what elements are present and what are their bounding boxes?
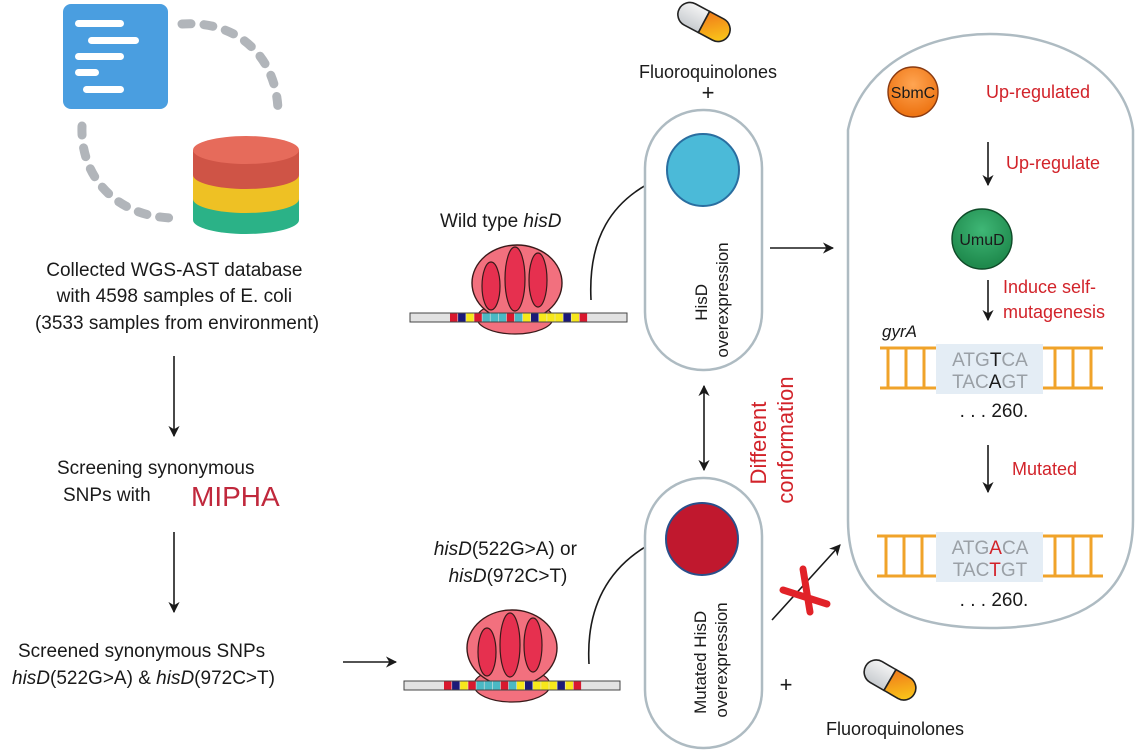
codon-red bbox=[573, 681, 582, 690]
codon-red bbox=[468, 681, 476, 690]
codon-teal bbox=[492, 681, 501, 690]
step-mutated: Mutated bbox=[1012, 459, 1077, 479]
seq-mutant-bottom: TACTGT bbox=[953, 560, 1028, 581]
codon-yellow bbox=[466, 313, 474, 322]
dna-wild bbox=[880, 344, 1103, 394]
cell-mutant-text: Mutated HisD overexpression bbox=[691, 602, 731, 717]
mrna-strand-wild bbox=[409, 312, 628, 323]
codon-red bbox=[506, 313, 515, 322]
ribosome-mutant bbox=[466, 609, 558, 703]
codon-teal bbox=[476, 681, 484, 690]
step-induce-mutagenesis: Induce self- mutagenesis bbox=[1003, 277, 1105, 322]
drug-pill-top bbox=[677, 1, 731, 43]
codon-teal bbox=[508, 681, 517, 690]
codon-red bbox=[579, 313, 588, 322]
seq-wild-bottom: TACAGT bbox=[952, 372, 1028, 393]
umud-protein bbox=[951, 208, 1013, 270]
mipha-tool-name: MIPHA bbox=[191, 481, 280, 512]
mrna-strand-mutant bbox=[403, 680, 621, 691]
screened-snps-list: hisD(522G>A) & hisD(972C>T) bbox=[12, 668, 275, 689]
codon-red bbox=[450, 313, 458, 322]
mutant-label: hisD(522G>A) or hisD(972C>T) bbox=[434, 539, 582, 587]
translation-arrow-mutant bbox=[587, 539, 660, 665]
codon-red bbox=[444, 681, 452, 690]
drug-label-top: Fluoroquinolones bbox=[639, 62, 777, 82]
plus-sign-top: + bbox=[702, 80, 715, 105]
database-illustration bbox=[63, 4, 299, 234]
blocked-cross-icon bbox=[779, 565, 831, 616]
sbmc-protein bbox=[887, 66, 939, 118]
step-up-regulate: Up-regulate bbox=[1006, 153, 1100, 173]
drug-pill-bottom bbox=[863, 659, 917, 701]
dna-mutant bbox=[877, 532, 1103, 582]
screening-description: Screening synonymous SNPs with bbox=[57, 458, 260, 506]
hisd-protein-wild bbox=[666, 133, 740, 207]
sbmc-label: SbmC bbox=[891, 85, 935, 102]
codon-navy bbox=[458, 313, 466, 322]
codon-teal bbox=[484, 681, 492, 690]
codon-teal bbox=[490, 313, 498, 322]
drug-label-bottom: Fluoroquinolones bbox=[826, 719, 964, 739]
seq-wild-top: ATGTCA bbox=[952, 350, 1028, 371]
cell-wild-text: HisD overexpression bbox=[692, 242, 732, 357]
codon-yellow bbox=[533, 681, 541, 690]
sbmc-state: Up-regulated bbox=[986, 82, 1090, 102]
codon-yellow bbox=[539, 313, 547, 322]
pathway-cell bbox=[846, 32, 1135, 630]
codon-yellow bbox=[549, 681, 557, 690]
codon-yellow bbox=[522, 313, 531, 322]
wild-type-label: Wild type hisD bbox=[440, 211, 562, 232]
codon-yellow bbox=[547, 313, 555, 322]
database-description: Collected WGS-AST database with 4598 sam… bbox=[35, 260, 319, 334]
codon-navy bbox=[452, 681, 460, 690]
codon-yellow bbox=[460, 681, 468, 690]
position-wild: . . . 260. bbox=[960, 401, 1029, 422]
database-icon bbox=[193, 136, 299, 234]
codon-navy bbox=[525, 681, 533, 690]
document-icon bbox=[63, 4, 168, 109]
seq-mutant-top: ATGACA bbox=[952, 538, 1029, 559]
codon-red bbox=[474, 313, 482, 322]
codon-navy bbox=[557, 681, 565, 690]
codon-teal bbox=[482, 313, 490, 322]
codon-yellow bbox=[541, 681, 549, 690]
dashed-cycle bbox=[77, 19, 283, 223]
codon-yellow bbox=[571, 313, 579, 322]
codon-teal bbox=[498, 313, 507, 322]
codon-yellow bbox=[516, 681, 525, 690]
codon-navy bbox=[531, 313, 539, 322]
conformation-label: Different conformation bbox=[746, 376, 798, 503]
codon-yellow bbox=[565, 681, 573, 690]
gyra-gene-label: gyrA bbox=[882, 322, 917, 341]
position-mutant: . . . 260. bbox=[960, 590, 1029, 611]
codon-teal bbox=[514, 313, 523, 322]
codon-red bbox=[500, 681, 509, 690]
codon-yellow bbox=[555, 313, 563, 322]
umud-label: UmuD bbox=[959, 232, 1004, 249]
hisd-protein-mutant bbox=[665, 502, 739, 576]
screened-snps-description: Screened synonymous SNPs bbox=[18, 641, 265, 662]
plus-sign-bottom: + bbox=[780, 672, 793, 697]
codon-navy bbox=[563, 313, 571, 322]
